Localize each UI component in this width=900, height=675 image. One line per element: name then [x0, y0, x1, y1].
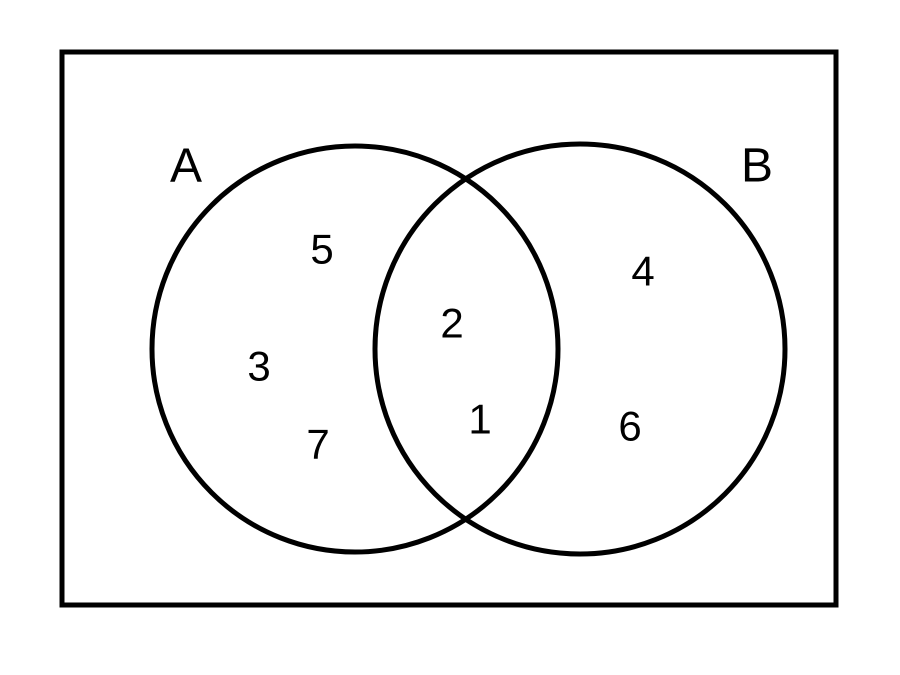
- set-a-circle: [149, 143, 561, 555]
- element-a-only-2: 3: [247, 343, 270, 390]
- element-b-only-1: 4: [631, 248, 654, 295]
- element-intersection-2: 1: [468, 396, 491, 443]
- set-b-circle: [372, 141, 788, 557]
- element-intersection-1: 2: [440, 300, 463, 347]
- element-b-only-2: 6: [618, 403, 641, 450]
- element-a-only-1: 5: [310, 226, 333, 273]
- set-a-label: A: [170, 140, 202, 193]
- set-b-label: B: [741, 140, 773, 193]
- element-a-only-3: 7: [306, 421, 329, 468]
